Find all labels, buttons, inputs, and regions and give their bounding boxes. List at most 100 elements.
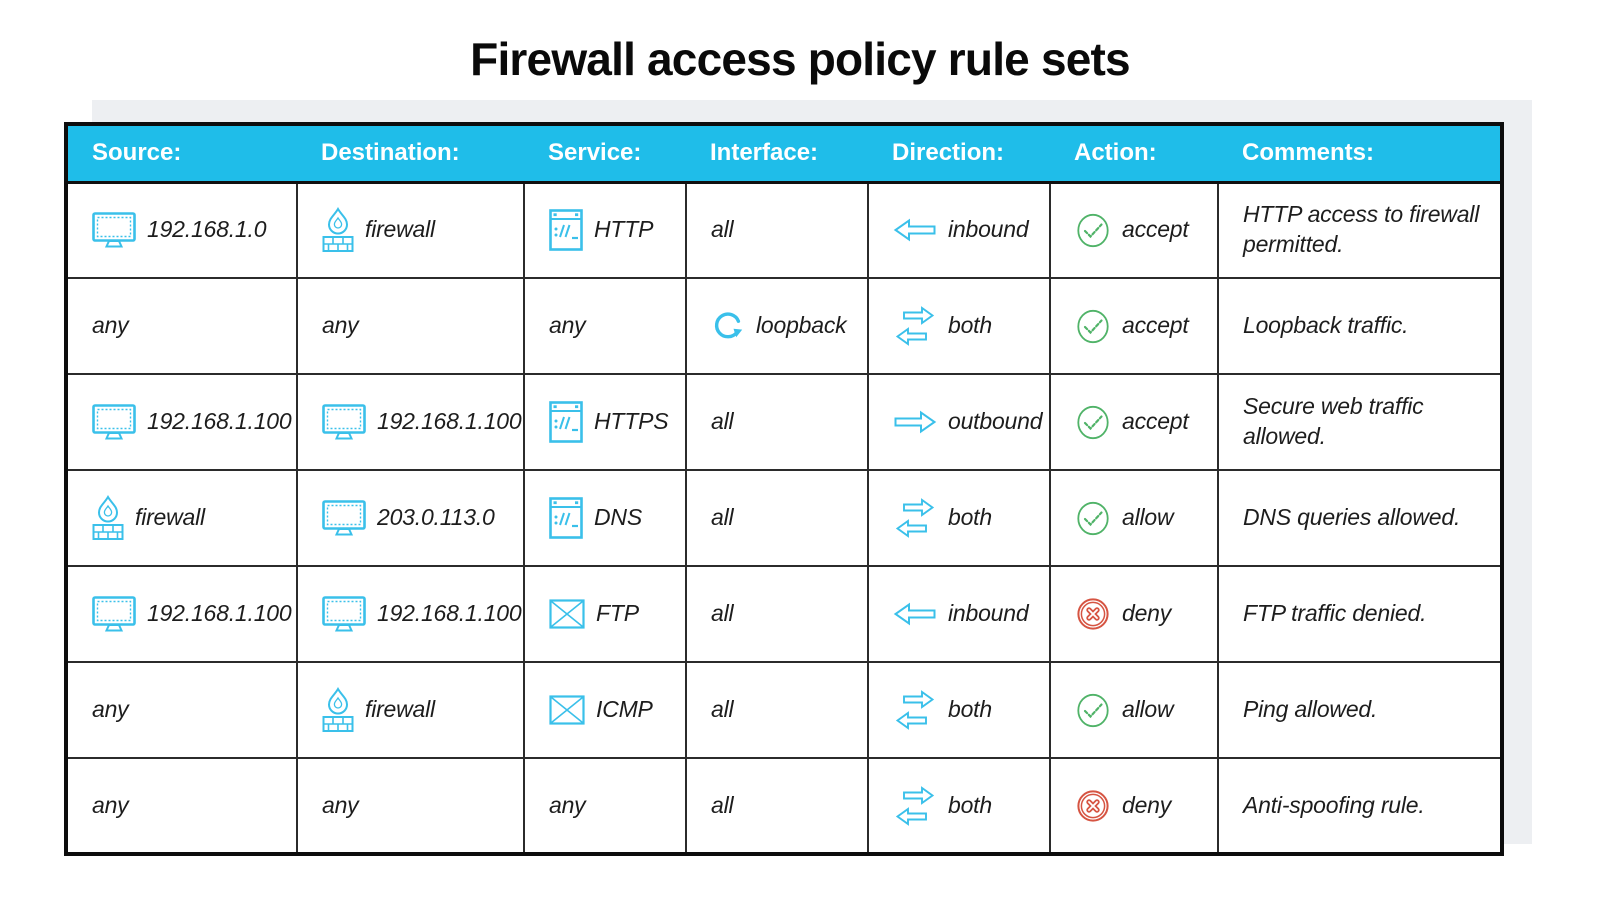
cell-action: allow: [1049, 661, 1219, 759]
cell-text: all: [711, 504, 734, 531]
cell-comments: Anti-spoofing rule.: [1217, 757, 1503, 855]
cell-text: FTP traffic denied.: [1243, 600, 1427, 627]
cell-text: Ping allowed.: [1243, 696, 1378, 723]
table-header-row: Source:Destination:Service:Interface:Dir…: [66, 124, 1502, 184]
cell-source: any: [65, 661, 298, 759]
table-row: firewall 203.0.113.0 DNS all both allow DN…: [65, 469, 1503, 567]
cell-source: any: [65, 757, 298, 855]
cell-text: all: [711, 791, 734, 818]
table-row: 192.168.1.100 192.168.1.100 FTP all inbou…: [65, 565, 1503, 663]
browser-icon: [549, 209, 583, 252]
cell-direction: both: [867, 757, 1051, 855]
cell-text: deny: [1122, 600, 1172, 627]
cell-text: both: [948, 791, 992, 818]
cell-destination: 192.168.1.100: [296, 373, 525, 471]
browser-icon: [549, 497, 583, 539]
cell-text: allow: [1122, 504, 1174, 531]
cell-interface: all: [685, 469, 869, 567]
cell-interface: all: [685, 565, 869, 663]
cell-text: DNS queries allowed.: [1243, 504, 1461, 531]
cell-service: HTTPS: [523, 373, 687, 471]
cell-text: both: [948, 696, 992, 723]
cell-service: HTTP: [523, 181, 687, 279]
monitor-icon: [322, 499, 366, 537]
cell-destination: 203.0.113.0: [296, 469, 525, 567]
cell-service: any: [523, 757, 687, 855]
cell-text: Loopback traffic.: [1243, 312, 1409, 339]
cell-text: loopback: [756, 312, 847, 339]
column-header-destination: Destination:: [297, 124, 524, 184]
rules-table: Source:Destination:Service:Interface:Dir…: [64, 122, 1504, 856]
column-header-direction: Direction:: [868, 124, 1050, 184]
cell-action: accept: [1049, 181, 1219, 279]
cell-text: all: [711, 408, 734, 435]
cell-text: any: [322, 791, 359, 818]
cell-text: firewall: [135, 504, 205, 531]
cell-service: ICMP: [523, 661, 687, 759]
arrows-both-icon: [893, 306, 937, 346]
cell-text: allow: [1122, 696, 1174, 723]
arrow-left-icon: [893, 217, 937, 243]
cell-source: firewall: [65, 469, 298, 567]
check-circle-icon: [1075, 500, 1111, 537]
firewall-icon: [322, 687, 354, 733]
cell-comments: Secure web traffic allowed.: [1217, 373, 1503, 471]
loopback-icon: [711, 309, 745, 343]
rules-table-wrap: Source:Destination:Service:Interface:Dir…: [64, 122, 1504, 856]
x-circle-icon: [1075, 596, 1111, 632]
cell-text: 192.168.1.100: [147, 600, 292, 627]
cell-comments: DNS queries allowed.: [1217, 469, 1503, 567]
column-header-interface: Interface:: [686, 124, 868, 184]
firewall-icon: [92, 495, 124, 541]
cell-destination: 192.168.1.100: [296, 565, 525, 663]
cell-text: firewall: [365, 696, 435, 723]
cell-service: FTP: [523, 565, 687, 663]
cell-interface: all: [685, 181, 869, 279]
page-title: Firewall access policy rule sets: [470, 33, 1130, 85]
arrows-both-icon: [893, 785, 937, 826]
cell-direction: inbound: [867, 181, 1051, 279]
envelope-icon: [549, 695, 585, 725]
cell-text: all: [711, 696, 734, 723]
cell-text: HTTP: [594, 216, 654, 243]
cell-text: 192.168.1.100: [377, 408, 522, 435]
browser-icon: [549, 401, 583, 443]
cell-direction: both: [867, 469, 1051, 567]
check-circle-icon: [1075, 692, 1111, 729]
cell-comments: HTTP access to firewall permitted.: [1217, 181, 1503, 279]
cell-text: any: [549, 791, 586, 818]
cell-text: both: [948, 504, 992, 531]
column-header-comments: Comments:: [1218, 124, 1502, 184]
arrows-both-icon: [893, 498, 937, 538]
cell-comments: Loopback traffic.: [1217, 277, 1503, 375]
cell-interface: all: [685, 757, 869, 855]
cell-text: HTTPS: [594, 408, 669, 435]
cell-text: 192.168.1.0: [147, 216, 267, 243]
cell-service: DNS: [523, 469, 687, 567]
cell-text: firewall: [365, 216, 435, 243]
cell-text: accept: [1122, 312, 1189, 339]
cell-text: any: [92, 791, 129, 818]
cell-destination: any: [296, 757, 525, 855]
cell-destination: any: [296, 277, 525, 375]
cell-text: outbound: [948, 408, 1043, 435]
check-circle-icon: [1075, 308, 1111, 345]
table-row: any any any all both deny Anti-spoofing rule…: [65, 757, 1503, 855]
monitor-icon: [322, 595, 366, 633]
cell-interface: all: [685, 373, 869, 471]
cell-text: deny: [1122, 791, 1172, 818]
monitor-icon: [322, 403, 366, 441]
arrows-both-icon: [893, 690, 937, 730]
cell-comments: FTP traffic denied.: [1217, 565, 1503, 663]
cell-text: all: [711, 216, 734, 243]
arrow-right-icon: [893, 409, 937, 435]
cell-action: accept: [1049, 277, 1219, 375]
cell-text: inbound: [948, 600, 1029, 627]
cell-text: 192.168.1.100: [147, 408, 292, 435]
cell-direction: both: [867, 661, 1051, 759]
cell-source: 192.168.1.100: [65, 373, 298, 471]
cell-text: FTP: [596, 600, 639, 627]
firewall-icon: [322, 207, 354, 253]
cell-service: any: [523, 277, 687, 375]
